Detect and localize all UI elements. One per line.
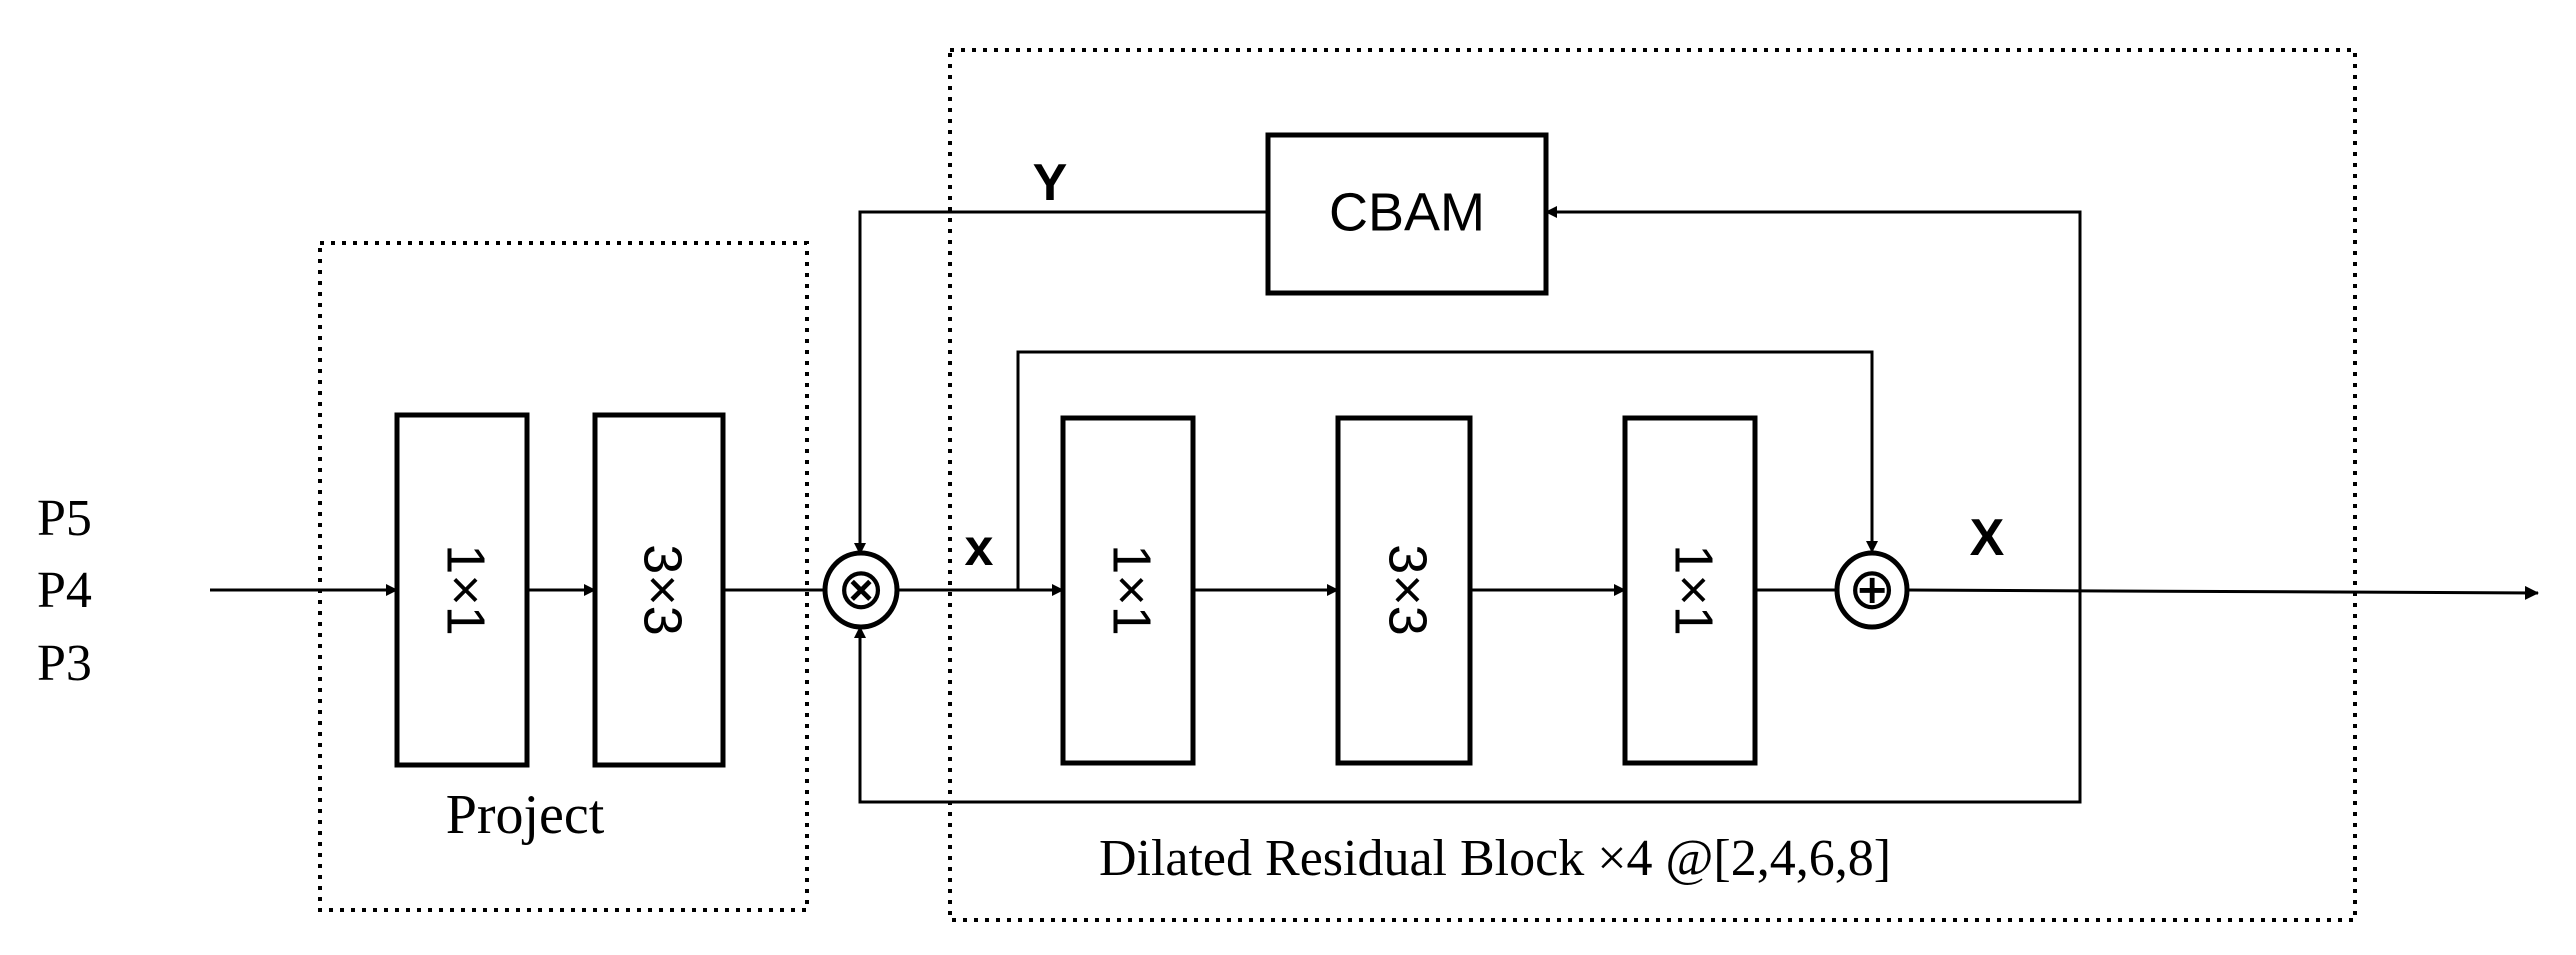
output-arrow — [1906, 585, 2539, 600]
input-label-p4: P4 — [37, 562, 92, 619]
input-label-p3: P3 — [37, 635, 92, 692]
residual-conv-1x1-block-1 — [1060, 415, 1196, 766]
residual-conv-1x1-label-1: 1×1 — [1102, 544, 1162, 636]
attention-output-path — [854, 210, 1268, 555]
input-label-p5: P5 — [37, 490, 92, 547]
feature-bypass-path — [854, 592, 2082, 804]
attention-input-path — [1545, 206, 2082, 592]
multiply-operator-symbol: ⊗ — [837, 556, 886, 621]
residual-skip-connection — [1016, 350, 1878, 590]
residual-conv-1x1-label-2: 1×1 — [1664, 544, 1724, 636]
cbam-label: CBAM — [1329, 182, 1485, 242]
project-group-label: Project — [446, 784, 605, 846]
y-signal-label: Y — [1033, 154, 1068, 212]
dilated-residual-group-label: Dilated Residual Block ×4 @[2,4,6,8] — [1099, 830, 1891, 887]
dilated-residual-group-frame — [948, 48, 2357, 922]
add-operator-symbol: ⊕ — [1848, 556, 1897, 621]
add-operator-circle — [1834, 550, 1910, 630]
project-conv-1x1-label: 1×1 — [436, 544, 496, 636]
project-conv-3x3-label: 3×3 — [633, 544, 693, 636]
project-conv-3x3-block — [592, 412, 726, 768]
x-upper-signal-label: X — [1970, 509, 2005, 567]
residual-conv-1x1-block-2 — [1622, 415, 1758, 766]
multiply-operator-circle — [822, 550, 900, 630]
project-group-frame — [318, 241, 809, 912]
project-conv-1x1-block — [394, 412, 530, 768]
cbam-block — [1265, 132, 1549, 296]
x-lower-signal-label: x — [965, 519, 994, 577]
residual-conv-3x3-label: 3×3 — [1378, 544, 1438, 636]
residual-conv-3x3-block — [1335, 415, 1473, 766]
